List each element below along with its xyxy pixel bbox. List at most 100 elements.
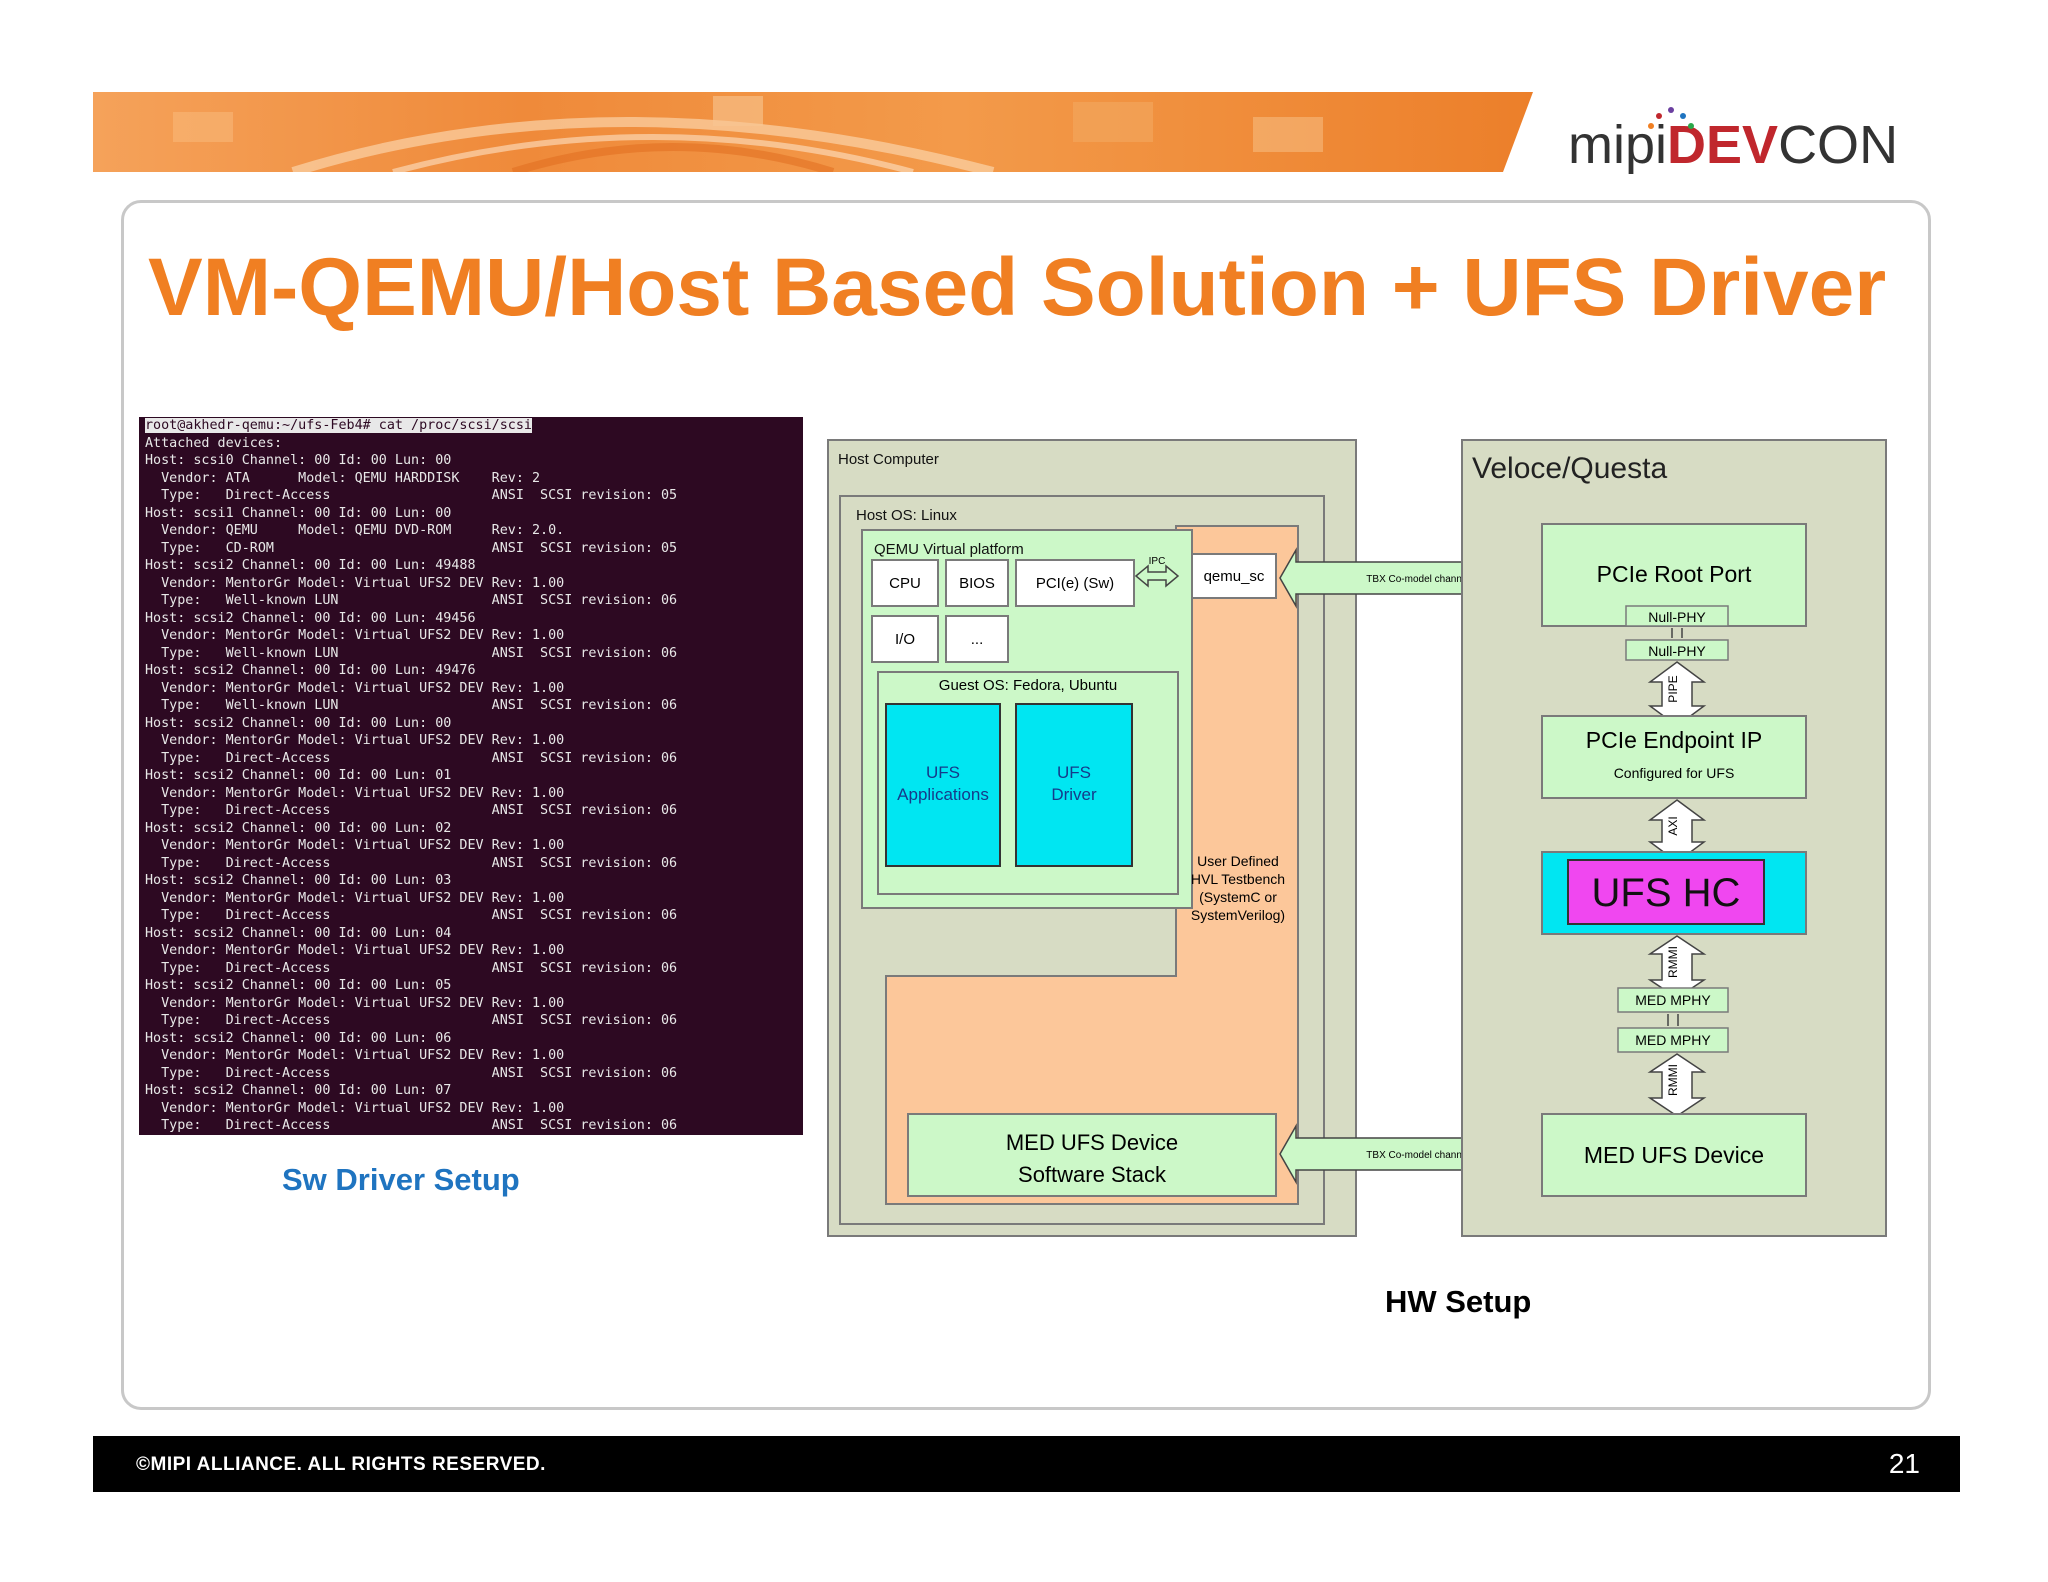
logo-dev-text: DEV — [1667, 115, 1779, 175]
axi-label: AXI — [1666, 816, 1680, 835]
qemu-sc-box — [1191, 553, 1277, 599]
terminal-line: Type: Direct-Access ANSI SCSI revision: … — [145, 488, 678, 503]
terminal-line: Vendor: MentorGr Model: Virtual UFS2 DEV… — [145, 1048, 565, 1063]
terminal-line: Vendor: MentorGr Model: Virtual UFS2 DEV… — [145, 995, 565, 1011]
terminal-line: Vendor: ATA Model: QEMU HARDDISK Rev: 2 — [145, 470, 541, 486]
terminal-line: Vendor: MentorGr Model: Virtual UFS2 DEV… — [145, 890, 565, 906]
terminal-line: Type: Direct-Access ANSI SCSI revision: … — [145, 908, 678, 923]
ufs-hc-label: UFS HC — [1592, 871, 1741, 915]
ipc-arrow — [1134, 564, 1180, 588]
terminal-line: Type: Direct-Access ANSI SCSI revision: … — [145, 1118, 678, 1133]
null-phy-2-box — [1625, 639, 1729, 661]
terminal-line: Attached devices: — [145, 435, 283, 451]
ufs-applications-label-2: Applications — [897, 785, 989, 804]
pcie-endpoint-label: PCIe Endpoint IP — [1586, 727, 1762, 753]
pcie-endpoint-box — [1541, 715, 1807, 799]
guest-os-label: Guest OS: Fedora, Ubuntu — [939, 677, 1117, 694]
terminal-line: Vendor: MentorGr Model: Virtual UFS2 DEV… — [145, 733, 565, 748]
med-mphy-2-label: MED MPHY — [1635, 1032, 1711, 1048]
hvl-label-4: SystemVerilog) — [1191, 907, 1285, 923]
terminal-line: Type: Direct-Access ANSI SCSI revision: … — [145, 855, 678, 871]
terminal-line: Type: Direct-Access ANSI SCSI revision: … — [145, 1065, 678, 1081]
bios-label: BIOS — [959, 575, 995, 592]
terminal-line: Host: scsi2 Channel: 00 Id: 00 Lun: 4948… — [145, 558, 476, 573]
terminal-line: Host: scsi2 Channel: 00 Id: 00 Lun: 4945… — [145, 610, 476, 626]
med-software-stack-label-2: Software Stack — [1018, 1162, 1167, 1187]
cpu-box — [871, 559, 939, 607]
null-phy-link — [1671, 628, 1683, 638]
terminal-command: cat /proc/scsi/scsi — [370, 418, 532, 433]
footer-copyright: ©MIPI ALLIANCE. ALL RIGHTS RESERVED. — [136, 1454, 546, 1475]
terminal-line: Vendor: QEMU Model: QEMU DVD-ROM Rev: 2.… — [145, 523, 565, 538]
slide-title: VM-QEMU/Host Based Solution + UFS Driver — [148, 242, 1887, 333]
terminal-line: Type: Well-known LUN ANSI SCSI revision:… — [145, 593, 678, 608]
terminal-line: Vendor: MentorGr Model: Virtual UFS2 DEV… — [145, 838, 565, 853]
terminal-line: Type: Direct-Access ANSI SCSI revision: … — [145, 803, 678, 818]
null-phy-1-label: Null-PHY — [1648, 609, 1706, 625]
qemu-platform-label: QEMU Virtual platform — [874, 541, 1024, 558]
terminal-line: Host: scsi2 Channel: 00 Id: 00 Lun: 4947… — [145, 663, 476, 678]
terminal-line: Host: scsi2 Channel: 00 Id: 00 Lun: 00 — [145, 715, 452, 731]
med-ufs-device-label: MED UFS Device — [1584, 1142, 1764, 1168]
terminal-line: Type: Direct-Access ANSI SCSI revision: … — [145, 960, 678, 976]
terminal-line: Host: scsi2 Channel: 00 Id: 00 Lun: 03 — [145, 873, 452, 888]
hvl-testbench-region — [885, 525, 1299, 1205]
host-computer-label: Host Computer — [838, 451, 939, 468]
terminal-line: Vendor: MentorGr Model: Virtual UFS2 DEV… — [145, 575, 565, 591]
med-software-stack-box — [907, 1113, 1277, 1197]
terminal-line: Host: scsi0 Channel: 00 Id: 00 Lun: 00 — [145, 453, 452, 468]
terminal-prompt: root@akhedr-qemu:~/ufs-Feb4# — [145, 418, 371, 433]
terminal-line: Host: scsi2 Channel: 00 Id: 00 Lun: 06 — [145, 1030, 452, 1046]
pcie-sw-box — [1015, 559, 1135, 607]
hvl-label-2: HVL Testbench — [1191, 871, 1285, 887]
terminal-line: Vendor: MentorGr Model: Virtual UFS2 DEV… — [145, 628, 565, 643]
tbx-channel-bottom-label: TBX Co-model channel — [1366, 1150, 1469, 1161]
hvl-label-3: (SystemC or — [1199, 889, 1277, 905]
terminal-line: Type: Well-known LUN ANSI SCSI revision:… — [145, 645, 678, 661]
io-box — [871, 615, 939, 663]
banner-graphic — [93, 92, 1533, 172]
host-os-label: Host OS: Linux — [856, 507, 957, 524]
more-label: ... — [971, 631, 984, 648]
ipc-label: IPC — [1149, 556, 1166, 567]
ufs-driver-box — [1015, 703, 1133, 867]
med-mphy-1-box — [1617, 987, 1729, 1013]
pcie-root-port-label: PCIe Root Port — [1597, 561, 1752, 587]
ufs-hc-box — [1567, 859, 1765, 925]
terminal-line: Host: scsi2 Channel: 00 Id: 00 Lun: 04 — [145, 925, 452, 941]
hw-setup-caption: HW Setup — [1385, 1284, 1532, 1319]
terminal-line: Type: CD-ROM ANSI SCSI revision: 05 — [145, 540, 678, 556]
hvl-label-1: User Defined — [1197, 853, 1279, 869]
terminal-line: Host: scsi2 Channel: 00 Id: 00 Lun: 01 — [145, 768, 452, 783]
sw-driver-caption: Sw Driver Setup — [282, 1162, 520, 1197]
terminal-line: Vendor: MentorGr Model: Virtual UFS2 DEV… — [145, 680, 565, 696]
ufs-applications-box — [885, 703, 1001, 867]
footer-bar — [93, 1436, 1960, 1492]
med-mphy-1-label: MED MPHY — [1635, 992, 1711, 1008]
pipe-label: PIPE — [1666, 675, 1680, 702]
io-label: I/O — [895, 631, 915, 648]
terminal-screenshot: root@akhedr-qemu:~/ufs-Feb4# cat /proc/s… — [139, 417, 803, 1135]
terminal-line: Vendor: MentorGr Model: Virtual UFS2 DEV… — [145, 785, 565, 801]
logo-dots-icon — [1648, 107, 1694, 129]
qemu-sc-label: qemu_sc — [1204, 568, 1265, 585]
terminal-output: Attached devices: Host: scsi0 Channel: 00… — [145, 435, 803, 1135]
bios-box — [945, 559, 1009, 607]
pcie-sw-label: PCI(e) (Sw) — [1036, 575, 1114, 592]
terminal-line: Host: scsi1 Channel: 00 Id: 00 Lun: 00 — [145, 505, 452, 521]
logo-con-text: CON — [1778, 115, 1899, 175]
more-box — [945, 615, 1009, 663]
terminal-line: Host: scsi2 Channel: 00 Id: 00 Lun: 02 — [145, 820, 452, 836]
terminal-line: Vendor: MentorGr Model: Virtual UFS2 DEV… — [145, 943, 565, 958]
configured-for-ufs-label: Configured for UFS — [1614, 765, 1735, 781]
med-ufs-device-box — [1541, 1113, 1807, 1197]
hw-setup-diagram: Host Computer Host OS: Linux QEMU Virtua… — [827, 439, 1887, 1237]
cpu-label: CPU — [889, 575, 921, 592]
ufs-applications-label-1: UFS — [926, 763, 960, 782]
page-number: 21 — [1888, 1448, 1920, 1479]
terminal-line: Type: Direct-Access ANSI SCSI revision: … — [145, 1013, 678, 1028]
med-software-stack-label-1: MED UFS Device — [1006, 1130, 1178, 1155]
ufs-driver-label-2: Driver — [1051, 785, 1097, 804]
terminal-line: Vendor: MentorGr Model: Virtual UFS2 DEV… — [145, 1100, 565, 1116]
rmmi-label-1: RMMI — [1666, 946, 1680, 978]
